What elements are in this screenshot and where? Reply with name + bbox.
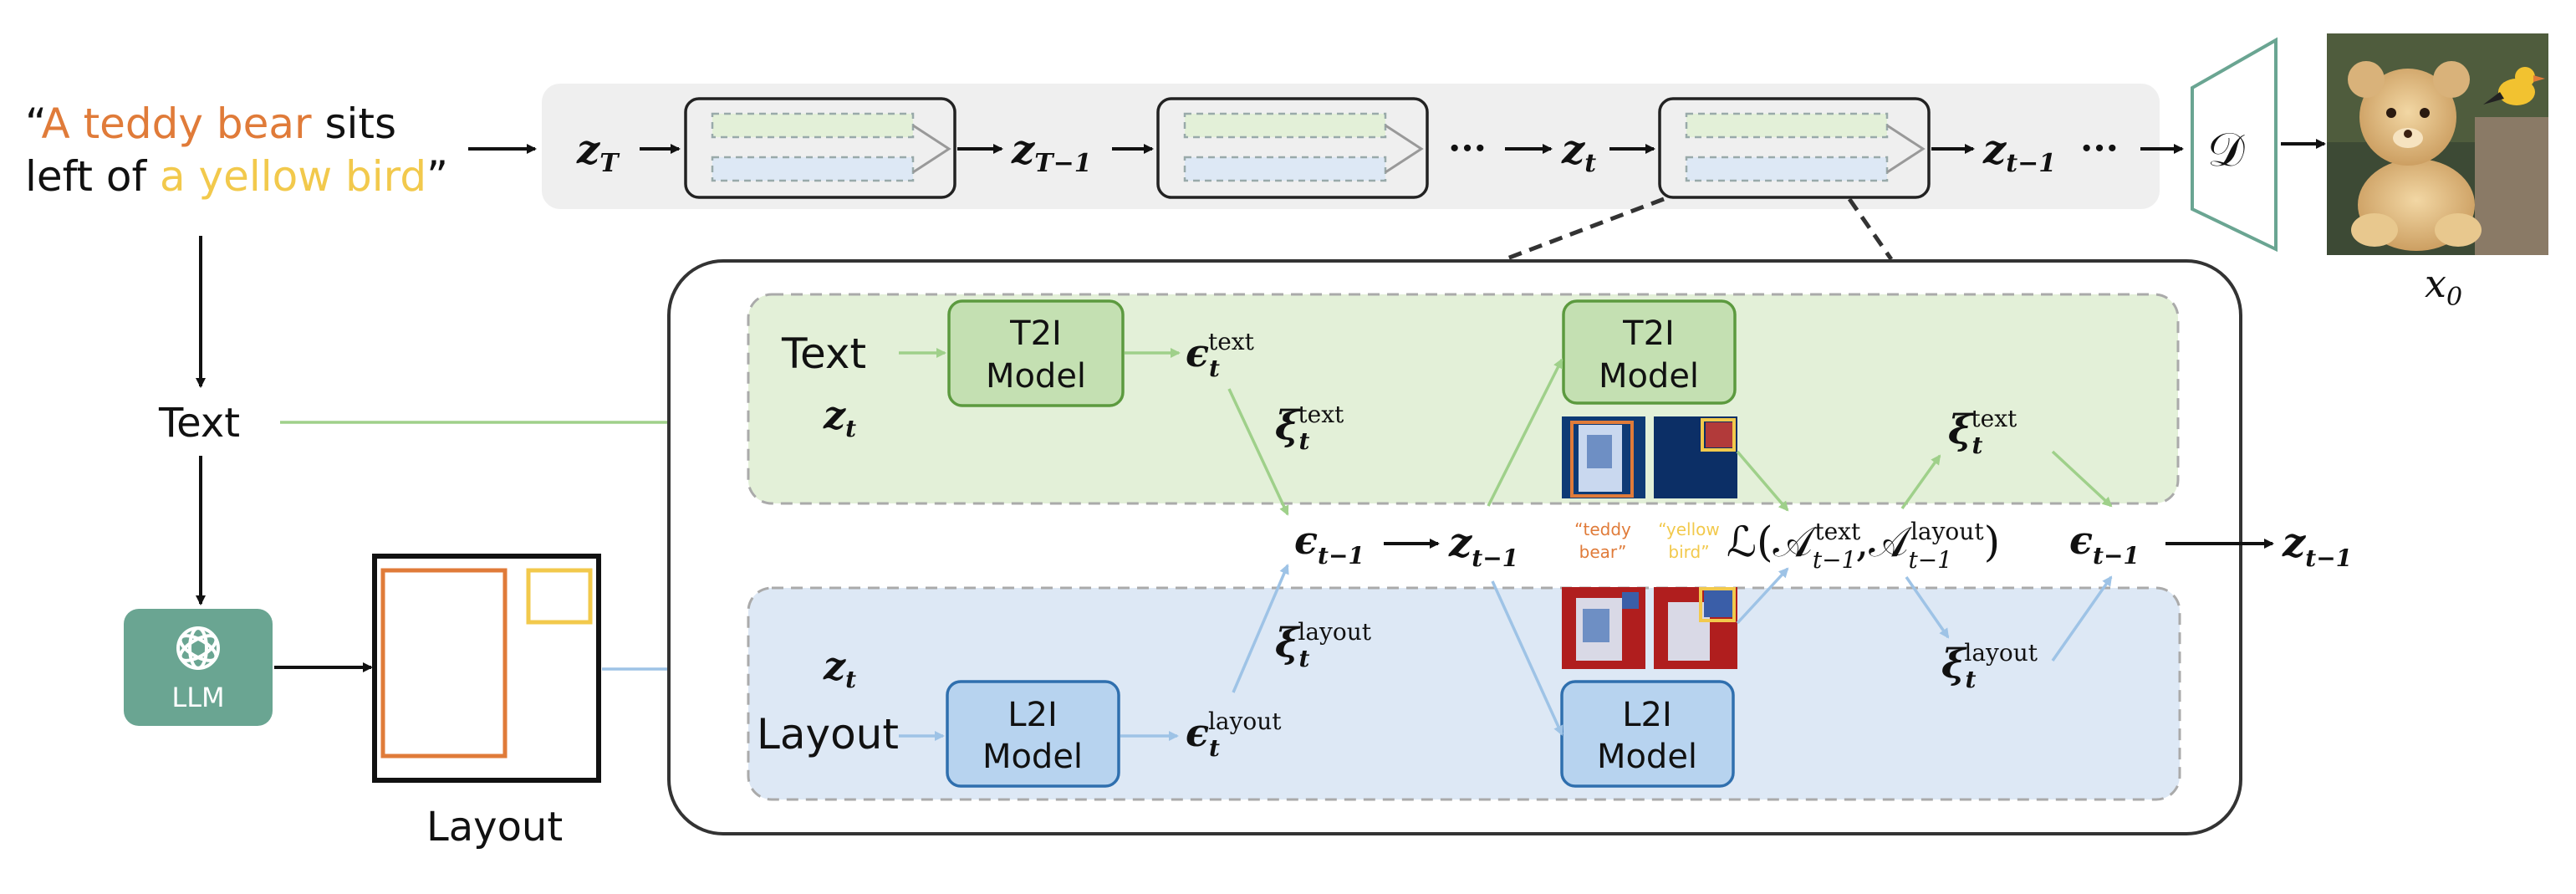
svg-text:Model: Model [982, 738, 1083, 776]
eps-t-text-label: ϵttext [1186, 328, 1255, 382]
text-attention-map-bird [1654, 416, 1737, 498]
x0-label: x0 [2425, 261, 2462, 312]
z-t-minus-1-mid-label: zt−1 [1448, 519, 1518, 572]
llm-box: LLM [124, 609, 273, 726]
openai-logo-icon [176, 626, 220, 670]
llm-label: LLM [171, 682, 224, 713]
svg-text:“A teddy bear sits: “A teddy bear sits [25, 100, 396, 148]
svg-text:L2I: L2I [1007, 696, 1058, 734]
left-text-label: Text [158, 400, 240, 447]
z-T-minus-1-label: zT−1 [1011, 126, 1092, 178]
token-label-bird: “yellow bird” [1658, 519, 1720, 562]
output-image [2327, 33, 2548, 255]
ellipsis-1: ··· [1448, 127, 1487, 170]
decoder-symbol: 𝒟 [2207, 123, 2245, 177]
layout-box [372, 554, 601, 783]
xi-t-text-label-2: ξttext [1948, 405, 2017, 459]
t2i-model-box-2: T2I Model [1562, 299, 1737, 405]
blue-zt-label: zt [823, 643, 856, 693]
xi-t-text-label: ξttext [1275, 401, 1344, 455]
svg-text:“teddy: “teddy [1574, 519, 1631, 539]
eps-t-minus-1-out-label: ϵt−1 [2069, 518, 2140, 570]
svg-text:“yellow: “yellow [1658, 519, 1720, 539]
svg-text:L2I: L2I [1622, 696, 1672, 734]
denoise-block-3 [1658, 97, 1931, 199]
eps-t-minus-1-label: ϵt−1 [1294, 518, 1365, 570]
z-t-minus-1-out-label: zt−1 [2282, 519, 2352, 572]
denoise-block-2 [1156, 97, 1429, 199]
eps-t-layout-label: ϵtlayout [1186, 708, 1282, 762]
svg-text:T2I: T2I [1009, 314, 1062, 353]
xi-t-layout-label-2: ξtlayout [1941, 639, 2038, 693]
text-attention-map-teddy [1562, 416, 1645, 498]
l2i-model-box-2: L2I Model [1560, 680, 1735, 788]
token-label-teddy: “teddy bear” [1574, 519, 1631, 562]
svg-text:left of a yellow bird”: left of a yellow bird” [25, 152, 448, 201]
layout-attention-map-bird [1654, 587, 1737, 669]
left-layout-label: Layout [426, 804, 563, 851]
svg-text:Model: Model [1599, 357, 1699, 396]
attention-loss-label: ℒ(𝒜t−1text,𝒜t−1layout) [1727, 518, 2000, 574]
svg-text:bear”: bear” [1579, 542, 1627, 562]
svg-text:Model: Model [1597, 738, 1697, 776]
ellipsis-2: ··· [2080, 127, 2119, 170]
z-T-label: zT [576, 126, 620, 178]
green-zt-label: zt [823, 392, 856, 442]
blue-layout-label: Layout [757, 710, 899, 759]
decoder-block: 𝒟 [2191, 37, 2278, 253]
z-t-label: zt [1561, 126, 1596, 178]
svg-text:T2I: T2I [1622, 314, 1675, 353]
denoise-block-1 [684, 97, 956, 199]
prompt-text: “A teddy bear sits left of a yellow bird… [25, 100, 448, 201]
svg-text:Model: Model [986, 357, 1086, 396]
layout-attention-map-teddy [1562, 587, 1645, 669]
l2i-model-box: L2I Model [946, 680, 1120, 788]
z-t-minus-1-label: zt−1 [1982, 126, 2056, 178]
xi-t-layout-label: ξtlayout [1275, 618, 1372, 672]
svg-text:bird”: bird” [1668, 542, 1709, 562]
t2i-model-box: T2I Model [947, 299, 1125, 407]
green-text-label: Text [781, 330, 866, 378]
